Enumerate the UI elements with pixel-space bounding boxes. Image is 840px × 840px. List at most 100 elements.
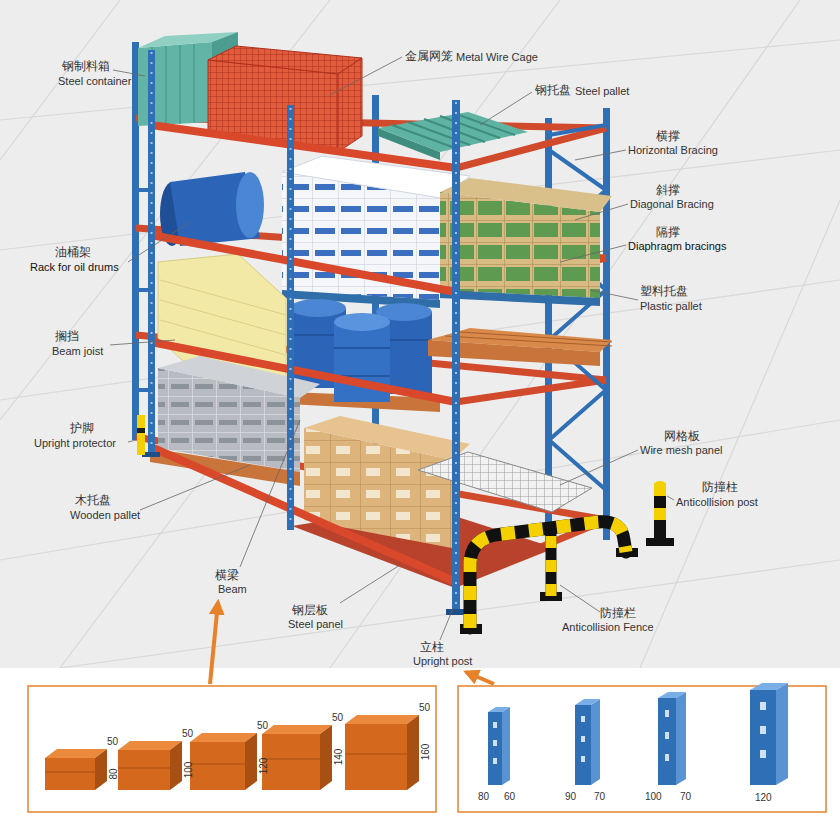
leader-line [110,57,674,640]
bracing [549,125,606,530]
back-upright [132,42,139,440]
upright-holes [152,52,457,608]
callout-label: 搁挡 [55,330,79,344]
callout-label: 斜撑 [656,184,680,198]
green-boxes [440,290,600,306]
upright-profile [665,754,669,761]
dimension-label: 80 [478,791,489,803]
green-boxes [440,178,612,306]
upright-profile [591,699,600,785]
upright-profile [493,758,497,764]
callout-label: 钢托盘 [535,84,571,98]
callout-arrow [210,602,218,684]
dimension-label: 100 [183,762,195,779]
detail-ground [0,668,840,840]
dimension-label: 50 [257,720,268,732]
front-upright [446,609,466,615]
beam-profile [345,715,419,724]
dimension-label: 50 [182,728,193,740]
callout-label: Diagonal Bracing [630,198,714,211]
dimension-label: 50 [419,702,430,714]
anticollision-fence [546,532,557,596]
front-upright [142,50,466,615]
upright-profile [575,699,600,705]
wire-cage [338,58,362,152]
upright-protector [137,415,145,455]
callout-label: Wooden pallet [70,509,140,522]
dimension-label: 80 [108,768,120,779]
dimension-label: 120 [258,758,270,775]
upright-profile [750,683,788,690]
upright-profile [658,698,676,785]
oil-drum [236,172,264,238]
upright-protector [137,415,145,455]
beam-profile [118,750,170,790]
oil-drum [160,172,264,246]
upright-profile [760,750,766,758]
upright-profile [581,736,585,742]
cardboard-boxes [304,416,470,460]
callout-label: 横撑 [656,130,680,144]
back-upright [603,108,610,540]
anticollision-post [654,484,666,540]
callout-label: 防撞柱 [702,481,738,495]
callout-label: 木托盘 [75,494,111,508]
callout-label: 横梁 [215,569,239,583]
upright-protector [137,428,145,433]
beam-profile [170,741,182,790]
detail-ground [458,686,826,812]
callout-label: 塑料托盘 [640,285,688,299]
callout-label: 护脚 [70,422,94,436]
dimension-label: 60 [504,791,515,803]
callout-label: 立柱 [420,641,444,655]
floor [0,0,840,668]
dimension-label: 50 [332,712,343,724]
callout-label: Steel pallet [575,85,629,98]
floor [0,0,840,668]
detail-ground [0,668,840,840]
callout-label: Beam [218,583,247,596]
oil-drums [334,313,390,331]
upright-profile [488,683,788,785]
wire-cage [208,46,362,74]
callout-label: Upright post [413,655,472,668]
beam-profile [407,715,419,790]
upright-profile [750,690,776,785]
callout-label: 防撞栏 [600,607,636,621]
steel-container [152,44,194,125]
anticollision-post [654,508,666,520]
callout-label: 金属网笼 [405,50,453,64]
front-beam [151,125,456,582]
upright-profile [493,740,497,746]
upright-profile [488,712,502,785]
front-beam [151,125,456,582]
beam-profile [45,758,95,790]
dimension-label: 120 [755,792,772,804]
upright-profile [776,683,788,785]
callout-label: Beam joist [52,345,103,358]
callout-label: 隔撑 [656,226,680,240]
beam-profile [118,768,170,769]
leader-line [110,57,674,640]
beam-profile [190,742,245,790]
oil-drums [290,299,346,317]
upright-profile [760,702,766,710]
callout-label: Steel container [58,75,131,88]
callout-label: Anticollision Fence [562,621,654,634]
callout-label: 钢层板 [292,604,328,618]
green-boxes [440,178,612,212]
callout-label: Wire mesh panel [640,444,723,457]
anticollision-post [646,481,674,546]
upright-profile [676,692,686,785]
upright-profile [658,692,686,698]
upright-profile [493,722,497,728]
callout-label: Anticollision post [676,496,758,509]
upright-profile [581,756,585,762]
beam-profile [245,733,257,790]
beam-profile [45,772,95,773]
front-upright [452,100,460,612]
beam-profile [262,734,320,790]
beam-profile [95,749,107,790]
floor [0,0,840,668]
callout-label: 网格板 [664,430,700,444]
